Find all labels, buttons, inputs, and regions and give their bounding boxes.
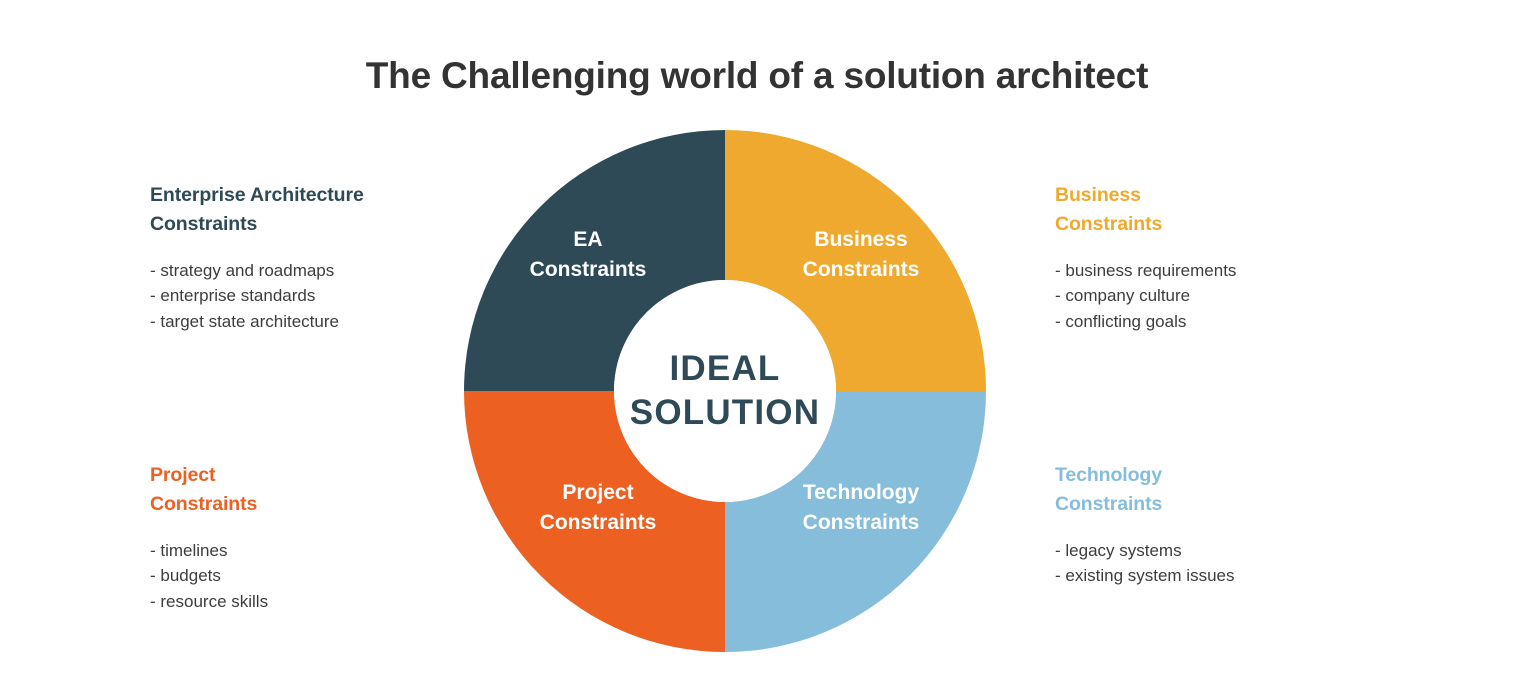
block-heading-project: Project Constraints <box>150 461 480 518</box>
block-items-project: - timelines - budgets - resource skills <box>150 538 480 613</box>
block-heading-business-line2: Constraints <box>1055 212 1163 235</box>
page-title: The Challenging world of a solution arch… <box>365 55 1149 96</box>
block-items-enterprise-architecture: - strategy and roadmaps - enterprise sta… <box>150 258 450 333</box>
constraints-donut-chart: EA Constraints Business Constraints Proj… <box>464 130 986 652</box>
block-heading-enterprise-architecture: Enterprise Architecture Constraints <box>150 181 450 238</box>
block-heading-project-line2: Constraints <box>150 492 258 515</box>
list-item: - legacy systems <box>1055 541 1182 561</box>
block-heading-business: Business Constraints <box>1055 181 1385 238</box>
block-heading-ea-line1: Enterprise Architecture <box>150 184 364 206</box>
list-item: - existing system issues <box>1055 566 1235 586</box>
constraint-block-technology: Technology Constraints - legacy systems … <box>1055 461 1385 589</box>
block-heading-technology-line2: Constraints <box>1055 492 1163 515</box>
block-heading-technology: Technology Constraints <box>1055 461 1385 518</box>
donut-center-hub: IDEAL SOLUTION <box>614 280 836 502</box>
constraint-block-business: Business Constraints - business requirem… <box>1055 181 1385 334</box>
block-heading-ea-line2: Constraints <box>150 212 258 235</box>
list-item: - strategy and roadmaps <box>150 261 335 281</box>
list-item: - business requirements <box>1055 261 1237 281</box>
hub-text-line1: IDEAL <box>669 348 781 388</box>
list-item: - timelines <box>150 541 228 561</box>
list-item: - resource skills <box>150 591 269 611</box>
list-item: - target state architecture <box>150 311 339 331</box>
constraint-block-project: Project Constraints - timelines - budget… <box>150 461 480 614</box>
list-item: - conflicting goals <box>1055 311 1187 331</box>
hub-text-line2: SOLUTION <box>629 393 821 432</box>
list-item: - budgets <box>150 566 221 586</box>
list-item: - enterprise standards <box>150 286 316 306</box>
constraint-block-enterprise-architecture: Enterprise Architecture Constraints - st… <box>150 181 450 334</box>
block-items-business: - business requirements - company cultur… <box>1055 258 1385 333</box>
block-heading-business-line1: Business <box>1055 184 1141 206</box>
list-item: - company culture <box>1055 286 1191 306</box>
block-heading-technology-line1: Technology <box>1055 464 1162 486</box>
block-heading-project-line1: Project <box>150 464 216 486</box>
block-items-technology: - legacy systems - existing system issue… <box>1055 538 1385 588</box>
